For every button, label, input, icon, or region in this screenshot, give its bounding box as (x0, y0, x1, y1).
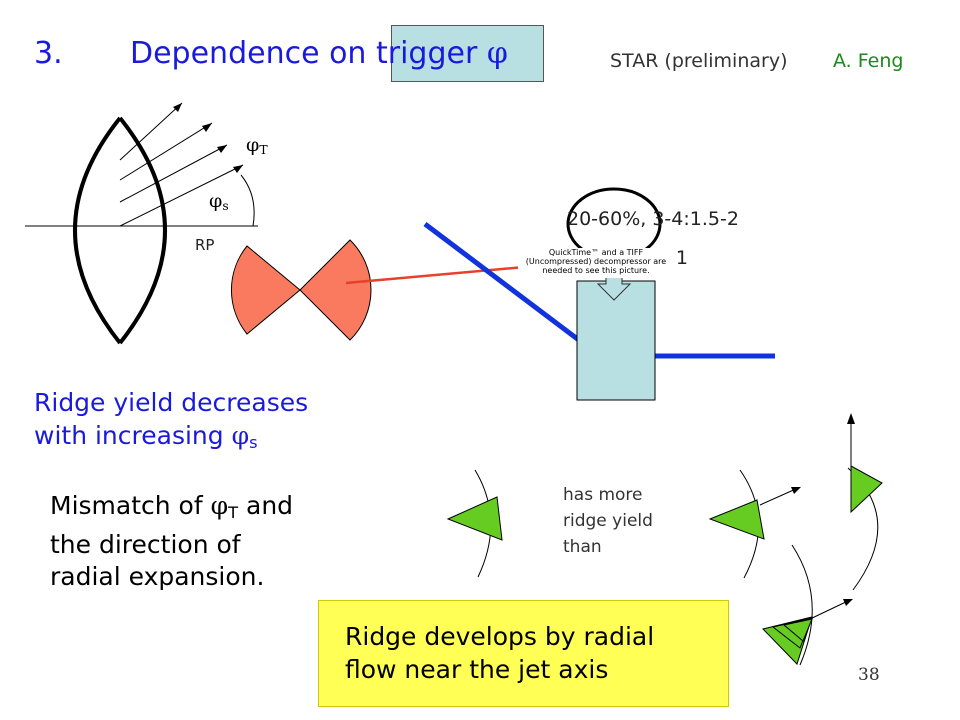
arc-4 (791, 544, 813, 666)
mismatch-line1: Mismatch of φT and (50, 490, 293, 529)
trigger-arrowhead-2 (202, 123, 212, 132)
trigger-arrowhead-3 (217, 145, 227, 153)
phi-t-label: φT (246, 134, 268, 157)
comparison-text: has more ridge yield than (563, 482, 653, 560)
comparison-line1: has more (563, 485, 643, 505)
conclusion-text: Ridge develops by radial flow near the j… (345, 620, 654, 686)
reaction-plane-diagram (25, 102, 258, 345)
ridge-decrease-text: Ridge yield decreases with increasing φs (34, 386, 308, 459)
title-text: Dependence on trigger (130, 36, 478, 71)
mismatch-phi-sub: T (228, 503, 239, 523)
phi-s-subscript: s (222, 199, 229, 214)
phi-t-symbol: φ (246, 134, 260, 156)
mismatch-part2: and (238, 491, 294, 520)
trigger-arrow-1 (119, 102, 183, 161)
ridge-decrease-line1: Ridge yield decreases (34, 388, 309, 417)
flow-comparison-diagrams (446, 413, 883, 666)
trigger-arrowhead-1 (173, 103, 182, 112)
flow-arrow-4 (807, 599, 851, 621)
wedge-left (230, 245, 301, 335)
quicktime-placeholder: QuickTime™ and a TIFF (Uncompressed) dec… (518, 248, 674, 278)
mismatch-phi-symbol: φ (210, 491, 229, 520)
title-highlight-box (391, 25, 544, 82)
lens-right-arc (118, 116, 167, 345)
trigger-arrow-3 (119, 144, 228, 203)
lens-left-arc (73, 116, 122, 345)
author-label: A. Feng (833, 50, 904, 72)
title-phi-symbol: φ (486, 36, 508, 71)
mismatch-text: Mismatch of φT and the direction of radi… (50, 490, 293, 593)
phi-s-angle-arc (240, 174, 255, 227)
wedge-right (299, 239, 372, 341)
green-wedge-2 (708, 499, 765, 540)
source-label: STAR (preliminary) (610, 50, 788, 72)
title-number: 3. (34, 36, 63, 71)
green-wedge-4c (782, 618, 813, 642)
page-number: 38 (858, 665, 880, 685)
ridge-decrease-line2: with increasing φs (34, 419, 308, 459)
rp-label: RP (195, 236, 215, 254)
green-wedge-1 (446, 496, 503, 541)
mismatch-line2: the direction of (50, 530, 241, 560)
ridge-phi-sub: s (249, 433, 258, 453)
conclusion-box (318, 600, 729, 707)
flow-arrowhead-2 (791, 487, 801, 494)
conclusion-line1: Ridge develops by radial (345, 622, 655, 651)
flow-arrowhead-3 (847, 413, 855, 424)
trigger-arrow-2 (119, 122, 213, 181)
ridge-phi-symbol: φ (231, 421, 250, 450)
mismatch-part1: Mismatch of (50, 491, 211, 520)
trigger-arrowhead-4 (233, 165, 243, 173)
ridge-decrease-line2-text: with increasing (34, 421, 232, 450)
bowtie-wedges (230, 239, 372, 341)
comparison-line2: ridge yield (563, 511, 653, 531)
comparison-line3: than (563, 537, 602, 557)
flow-arrowhead-4 (843, 599, 853, 606)
trigger-arrow-4 (119, 164, 244, 227)
page-title: Dependence on trigger φ (130, 36, 508, 71)
bin-box (576, 280, 656, 401)
phi-s-label: φs (209, 190, 229, 213)
phi-t-subscript: T (259, 143, 268, 158)
centrality-label: 20-60%, 3-4:1.5-2 (567, 208, 739, 230)
phi-s-symbol: φ (209, 190, 223, 212)
conclusion-line2: flow near the jet axis (345, 655, 609, 684)
flow-arrow-2 (759, 487, 799, 506)
mismatch-line3: radial expansion. (50, 562, 265, 592)
green-wedge-3 (850, 465, 883, 514)
